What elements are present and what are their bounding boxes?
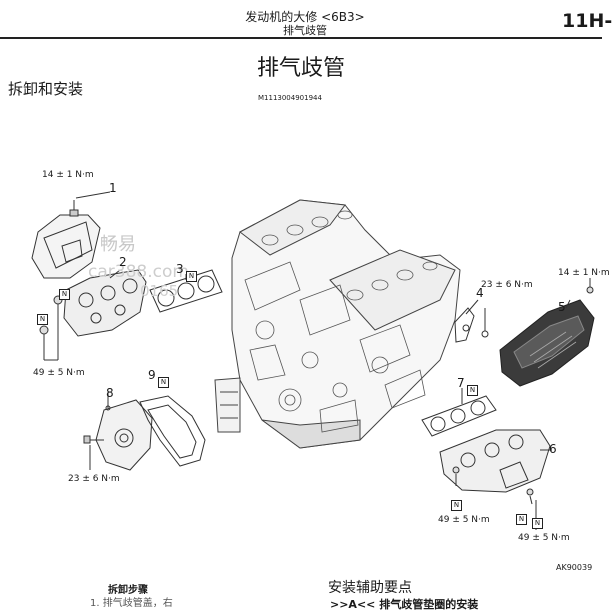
torque-water-pump: 23 ± 6 N·m [68, 474, 120, 484]
callout-2: 2 [119, 255, 127, 269]
n-mark-9: N [158, 369, 169, 388]
n-mark-left-lower: N [37, 306, 48, 325]
install-assist-item: >>A<< 排气歧管垫圈的安装 [330, 598, 479, 611]
callout-3: 3 [176, 262, 184, 276]
engine-block [214, 199, 461, 449]
removal-step-1: 1. 排气歧管盖，右 [90, 598, 173, 609]
part-5-cover-right [499, 278, 595, 387]
figure-id: M1113004901944 [258, 94, 322, 102]
n-mark-bottom-right-b: N [532, 510, 543, 529]
n-box: N [186, 271, 197, 282]
section-number: 11H- [562, 10, 612, 32]
callout-8: 8 [106, 386, 114, 400]
n-mark-7: N [467, 377, 478, 396]
n-mark-3: N [186, 263, 197, 282]
install-assist-title: 安装辅助要点 [328, 580, 412, 596]
torque-bottom-right: 49 ± 5 N·m [518, 533, 570, 543]
part-2-manifold-left [63, 269, 147, 337]
callout-5: 5 [558, 300, 566, 314]
figure-code: AK90039 [556, 563, 593, 572]
callout-9: 9 [148, 368, 156, 382]
n-box: N [451, 500, 462, 511]
n-mark-bottom-left: N [451, 492, 462, 511]
torque-right-top: 14 ± 1 N·m [558, 268, 610, 278]
n-box: N [158, 377, 169, 388]
callout-6: 6 [549, 442, 557, 456]
watermark-line-3: 0165 [140, 282, 179, 300]
header-rule [0, 37, 602, 39]
part-4-bracket [454, 299, 489, 343]
part-8-water-pump [83, 392, 153, 471]
callout-1: 1 [109, 181, 117, 195]
n-mark-bottom-right-a: N [516, 506, 527, 525]
callout-7: 7 [457, 376, 465, 390]
section-subtitle: 拆卸和安装 [8, 80, 84, 98]
part-1-cover-left [31, 191, 111, 279]
chapter-title: 发动机的大修 <6B3> [245, 10, 365, 24]
part-6-manifold-right [439, 429, 552, 530]
removal-steps-title: 拆卸步骤 [108, 585, 148, 596]
callout-4: 4 [476, 286, 484, 300]
watermark-line-2: car388.com [88, 262, 189, 282]
n-box: N [516, 514, 527, 525]
torque-left-nuts: 49 ± 5 N·m [33, 368, 85, 378]
torque-bottom-left: 49 ± 5 N·m [438, 515, 490, 525]
n-box: N [467, 385, 478, 396]
torque-bracket: 23 ± 6 N·m [481, 280, 533, 290]
n-box: N [59, 289, 70, 300]
exhaust-manifold-diagram [31, 191, 595, 530]
page-title: 排气歧管 [256, 56, 345, 81]
n-box: N [37, 314, 48, 325]
torque-left-top: 14 ± 1 N·m [42, 170, 94, 180]
n-box: N [532, 518, 543, 529]
part-7-gasket-right [421, 388, 497, 437]
topic-title: 排气歧管 [283, 24, 327, 37]
part-9-gasket [139, 395, 206, 467]
n-mark-left-upper: N [59, 281, 70, 300]
watermark-line-1: 畅易 [100, 234, 136, 255]
